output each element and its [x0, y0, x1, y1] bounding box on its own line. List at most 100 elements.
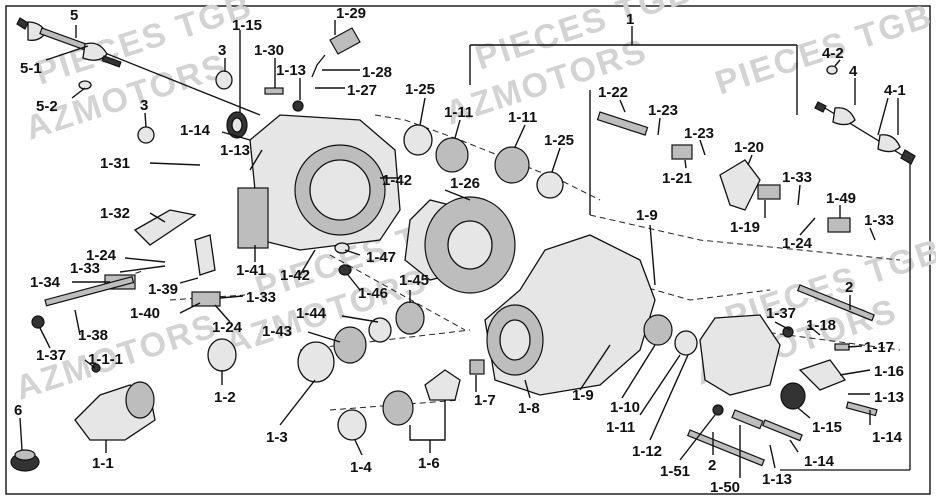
label-1-43: 1-43: [262, 323, 292, 340]
part-1-32-lever: [133, 209, 197, 246]
label-1-13-b: 1-13: [220, 142, 250, 159]
part-3-cap-a: [215, 70, 233, 90]
label-1-31: 1-31: [100, 155, 130, 172]
label-1-49: 1-49: [826, 190, 856, 207]
part-1-11-bearing-a: [435, 137, 469, 173]
label-1-27: 1-27: [347, 82, 377, 99]
label-1-13-a: 1-13: [276, 62, 306, 79]
part-1-5-pinion: [424, 369, 461, 401]
label-1-2: 1-2: [214, 389, 236, 406]
label-4: 4: [849, 63, 858, 80]
left-drive-shaft: [16, 17, 122, 68]
part-1-29-spring: [311, 27, 361, 78]
part-1-26-differential: [404, 196, 516, 294]
label-1: 1: [626, 11, 634, 28]
label-1-33-d: 1-33: [246, 289, 276, 306]
part-1-43-bearing: [333, 326, 367, 364]
label-4-1: 4-1: [884, 82, 906, 99]
part-1-15-seal-b: [780, 382, 806, 410]
label-2-a: 2: [845, 279, 853, 296]
label-1-42-b: 1-42: [280, 267, 310, 284]
callout-labels: 5 5-1 5-2 3 3 1-15 1-29 1-30 1-13 1-28 1…: [14, 5, 906, 496]
part-1-16-cover: [699, 314, 781, 396]
part-1-17-bolt: [834, 343, 850, 351]
label-1-21: 1-21: [662, 170, 692, 187]
label-1-46: 1-46: [358, 285, 388, 302]
label-4-2: 4-2: [822, 45, 844, 62]
label-1-17: 1-17: [864, 339, 894, 356]
part-1-25-ring-a: [403, 124, 433, 156]
label-1-23-a: 1-23: [648, 102, 678, 119]
part-1-37-nut-a: [31, 315, 45, 329]
label-1-9-a: 1-9: [636, 207, 658, 224]
label-1-9-b: 1-9: [572, 387, 594, 404]
label-1-24-b: 1-24: [86, 247, 117, 264]
part-1-40-sector: [191, 291, 221, 307]
label-1-14-a: 1-14: [180, 122, 211, 139]
part-1-14-bolt-c: [761, 419, 803, 442]
label-1-30: 1-30: [254, 42, 284, 59]
right-axle-line: [819, 104, 911, 161]
label-1-32: 1-32: [100, 205, 130, 222]
part-1-25-ring-b: [536, 171, 564, 199]
part-1-49-spring: [827, 217, 851, 233]
label-1-50: 1-50: [710, 479, 740, 496]
label-1-7: 1-7: [474, 392, 496, 409]
label-5-2: 5-2: [36, 98, 58, 115]
part-2-long-bolt-a: [796, 284, 875, 322]
part-1-3-circlip: [297, 341, 335, 383]
part-1-1-1-grease: [91, 363, 101, 373]
part-1-4-circlip: [337, 409, 367, 441]
label-5: 5: [70, 7, 78, 24]
label-1-33-a: 1-33: [782, 169, 812, 186]
label-1-29: 1-29: [336, 5, 366, 22]
label-1-33-c: 1-33: [70, 260, 100, 277]
part-1-41-left-housing: [237, 114, 401, 251]
part-1-10-bearing: [643, 314, 673, 346]
leader-lines: [19, 20, 899, 478]
part-1-47-washer: [334, 242, 350, 254]
part-1-13-washer-a: [292, 100, 304, 112]
group-bracket-1: [469, 26, 798, 215]
right-drive-shaft: [814, 101, 916, 165]
part-1-14-bolt-b: [845, 401, 878, 417]
label-1-34: 1-34: [30, 274, 61, 291]
part-1-50-bolt: [731, 409, 764, 430]
label-5-1: 5-1: [20, 60, 42, 77]
part-1-38-shaft: [44, 275, 135, 307]
part-1-16-bracket: [798, 359, 847, 391]
label-1-44: 1-44: [296, 305, 327, 322]
part-4-2-clip: [826, 65, 838, 75]
part-1-21-spring: [671, 144, 693, 160]
label-1-11-a: 1-11: [444, 104, 473, 121]
part-1-39-arm: [194, 234, 216, 276]
label-1-28: 1-28: [362, 64, 392, 81]
label-1-45: 1-45: [399, 272, 429, 289]
label-1-14-c: 1-14: [804, 453, 835, 470]
part-1-51-washer: [712, 404, 724, 416]
label-1-15-b: 1-15: [812, 419, 842, 436]
label-1-15: 1-15: [232, 17, 262, 34]
part-1-15-seal-inner: [231, 117, 243, 133]
part-1-22-pin: [596, 111, 649, 136]
part-2-long-bolt-b: [686, 429, 765, 467]
label-1-26: 1-26: [450, 175, 480, 192]
part-1-6-bearing: [382, 390, 414, 426]
label-1-11-b: 1-11: [508, 109, 537, 126]
part-1-1-yoke: [74, 381, 156, 441]
label-1-24-c: 1-24: [212, 319, 243, 336]
label-1-20: 1-20: [734, 139, 764, 156]
label-1-23-b: 1-23: [684, 125, 714, 142]
label-1-18: 1-18: [806, 317, 836, 334]
label-1-42-a: 1-42: [382, 172, 412, 189]
label-3-a: 3: [218, 42, 226, 59]
part-1-2-seal: [207, 338, 237, 372]
label-1-40: 1-40: [130, 305, 160, 322]
label-1-10: 1-10: [610, 399, 640, 416]
part-1-20-fork: [719, 159, 761, 211]
label-1-3: 1-3: [266, 429, 288, 446]
label-2-b: 2: [708, 457, 716, 474]
label-1-22: 1-22: [598, 84, 628, 101]
part-1-46-plug: [338, 264, 352, 276]
